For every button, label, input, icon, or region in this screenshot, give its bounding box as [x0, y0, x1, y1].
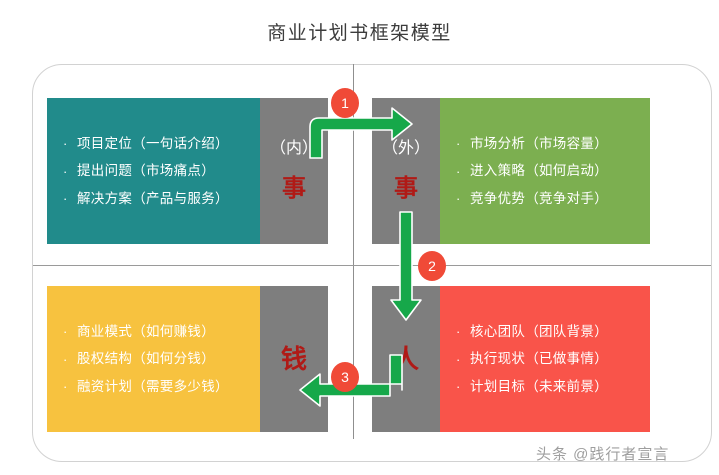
list-item-label: 市场分析（市场容量） [470, 135, 608, 151]
axis-column-inner-affairs[interactable]: （内） 事 [260, 98, 328, 244]
list-item: · 执行现状（已做事情） [456, 352, 650, 366]
step-badge-1[interactable]: 1 [331, 88, 359, 118]
list-item-label: 融资计划（需要多少钱） [77, 378, 229, 394]
bullet-icon: · [63, 136, 68, 151]
list-item-label: 执行现状（已做事情） [470, 351, 608, 367]
step-badge-2[interactable]: 2 [418, 251, 446, 281]
bullet-icon: · [456, 379, 461, 394]
bullet-icon: · [456, 191, 461, 206]
axis-column-money[interactable]: 钱 [260, 286, 328, 432]
list-item: · 市场分析（市场容量） [456, 137, 650, 151]
page-title: 商业计划书框架模型 [267, 23, 452, 44]
list-item-label: 提出问题（市场痛点） [77, 163, 215, 179]
list-item-label: 进入策略（如何启动） [470, 163, 608, 179]
quadrant-bottom-right[interactable]: · 核心团队（团队背景） · 执行现状（已做事情） · 计划目标（未来前景） [440, 286, 650, 432]
quadrant-bottom-left[interactable]: · 商业模式（如何赚钱） · 股权结构（如何分钱） · 融资计划（需要多少钱） [47, 286, 260, 432]
list-item: · 股权结构（如何分钱） [63, 352, 260, 366]
list-item-label: 股权结构（如何分钱） [77, 351, 215, 367]
axis-column-paren: （内） [269, 140, 318, 157]
axis-column-char: 人 [392, 344, 419, 374]
axis-column-people[interactable]: 人 [372, 286, 440, 432]
bullet-icon: · [63, 191, 68, 206]
list-item-label: 竞争优势（竞争对手） [470, 190, 608, 206]
list-item: · 计划目标（未来前景） [456, 380, 650, 394]
axis-column-char: 事 [394, 175, 418, 202]
list-item-label: 核心团队（团队背景） [470, 323, 608, 339]
list-item: · 提出问题（市场痛点） [63, 164, 260, 178]
quadrant-top-right[interactable]: · 市场分析（市场容量） · 进入策略（如何启动） · 竞争优势（竞争对手） [440, 98, 650, 244]
axis-column-char: 钱 [280, 344, 307, 374]
list-item-label: 商业模式（如何赚钱） [77, 323, 215, 339]
bullet-icon: · [63, 379, 68, 394]
bullet-icon: · [456, 351, 461, 367]
bullet-icon: · [63, 163, 68, 179]
list-item: · 核心团队（团队背景） [456, 325, 650, 339]
axis-column-outer-affairs[interactable]: （外） 事 [372, 98, 440, 244]
quadrant-top-left[interactable]: · 项目定位（一句话介绍） · 提出问题（市场痛点） · 解决方案（产品与服务） [47, 98, 260, 244]
bullet-icon: · [456, 136, 461, 151]
list-item-label: 项目定位（一句话介绍） [77, 135, 229, 151]
list-item: · 项目定位（一句话介绍） [63, 137, 260, 151]
bullet-icon: · [63, 351, 68, 367]
list-item-label: 计划目标（未来前景） [470, 378, 608, 394]
watermark-credit: 头条 @践行者宣言 [536, 446, 670, 463]
bullet-icon: · [456, 324, 461, 339]
bullet-icon: · [456, 163, 461, 179]
step-badge-3[interactable]: 3 [331, 362, 359, 392]
list-item: · 竞争优势（竞争对手） [456, 192, 650, 206]
vertical-divider [353, 64, 354, 439]
list-item: · 商业模式（如何赚钱） [63, 325, 260, 339]
axis-column-paren: （外） [381, 140, 430, 157]
list-item-label: 解决方案（产品与服务） [77, 190, 229, 206]
list-item: · 进入策略（如何启动） [456, 164, 650, 178]
list-item: · 融资计划（需要多少钱） [63, 380, 260, 394]
bullet-icon: · [63, 324, 68, 339]
axis-column-char: 事 [282, 175, 306, 202]
list-item: · 解决方案（产品与服务） [63, 192, 260, 206]
horizontal-divider [33, 265, 711, 266]
